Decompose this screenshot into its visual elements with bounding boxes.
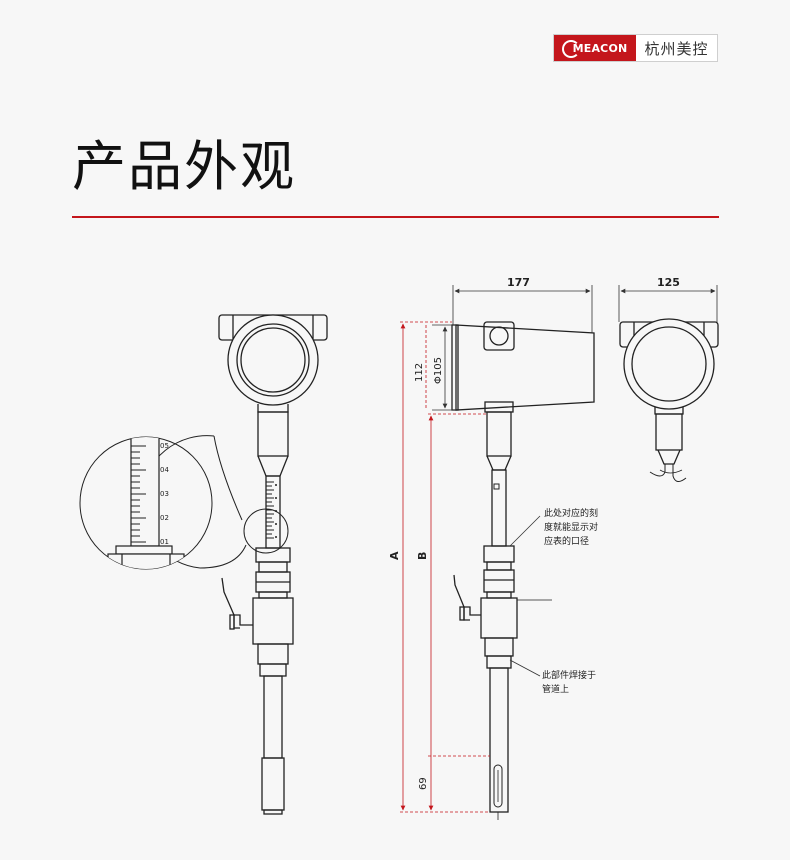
title-divider (72, 216, 719, 218)
dim-label-a: A (388, 551, 401, 560)
probe-stem-lower (263, 675, 283, 759)
scale-detail-callout: 05 04 03 02 01 (79, 435, 247, 570)
weld-note-line2: 管道上 (542, 683, 569, 695)
dimension-lines-red (400, 321, 490, 813)
valve-handle (233, 614, 253, 629)
logo-text: MEACON (572, 41, 628, 55)
page-title: 产品外观 (72, 135, 296, 198)
valve-body-front (480, 597, 518, 639)
scale-tick-03: 03 (160, 490, 169, 498)
scale-tick-01: 01 (160, 538, 169, 546)
side-view (619, 318, 719, 482)
scale-tick-04: 04 (160, 466, 169, 474)
dim-width-front: 177 (507, 276, 530, 289)
weld-note-line1: 此部件焊接于 (542, 669, 596, 681)
side-housing (623, 318, 715, 410)
company-name: 杭州美控 (644, 39, 709, 58)
scale-tick-05: 05 (160, 442, 169, 450)
stem-lower-front (489, 667, 509, 813)
scale-tick-02: 02 (160, 514, 169, 522)
scale-note-line3: 应表的口径 (544, 535, 589, 547)
dimension-labels: 177 125 112 Φ105 A B 69 (388, 276, 680, 790)
left-sensor-view (218, 314, 328, 815)
stem-mid (491, 469, 507, 547)
head-body (455, 324, 595, 411)
front-dimension-view (451, 321, 595, 820)
dim-head-height: 112 (414, 363, 425, 382)
dim-label-b: B (416, 552, 429, 560)
zoom-callout-circle (243, 508, 289, 554)
logo-swoosh-icon (562, 40, 580, 58)
dim-tip-length: 69 (418, 777, 429, 790)
scale-note-line2: 度就能显示对 (544, 521, 598, 533)
brand-badge: MEACON 杭州美控 (553, 34, 718, 62)
annotation-leaders (509, 515, 541, 677)
annotations: 此处对应的刻 度就能显示对 应表的口径 此部件焊接于 管道上 (542, 507, 598, 695)
scale-note-line1: 此处对应的刻 (544, 507, 598, 519)
valve-body (252, 597, 294, 645)
dimension-lines (432, 285, 718, 411)
dim-width-side: 125 (657, 276, 680, 289)
meacon-logo: MEACON (554, 35, 636, 61)
dim-head-diameter: Φ105 (433, 357, 444, 384)
